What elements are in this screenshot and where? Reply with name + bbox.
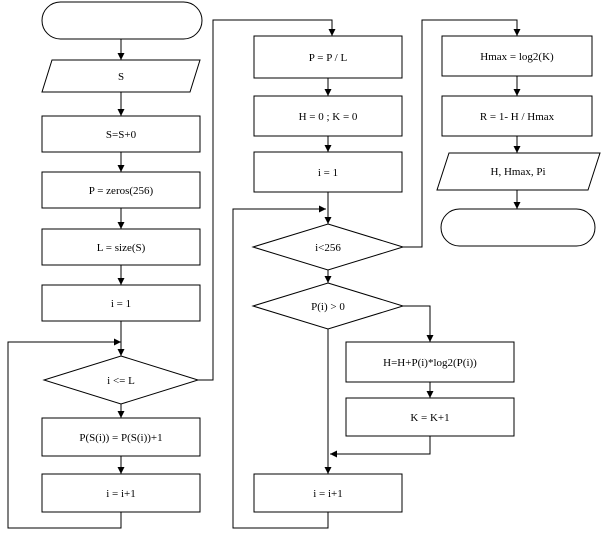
- end-terminator: [440, 208, 596, 247]
- l-size-process: L = size(S): [41, 228, 201, 266]
- hmax-process: Hmax = log2(K): [441, 35, 593, 77]
- l-size-label: L = size(S): [97, 242, 146, 254]
- p-normalize-process: P = P / L: [253, 35, 403, 79]
- input-s-label: S: [118, 71, 124, 83]
- col2-connectors: [232, 19, 521, 529]
- i-increment-label-col2: i = i+1: [313, 488, 343, 500]
- p-zeros-label: P = zeros(256): [89, 185, 154, 197]
- p-increment-process: P(S(i)) = P(S(i))+1: [41, 417, 201, 457]
- h-k-init-label: H = 0 ; K = 0: [299, 111, 358, 123]
- h-accumulate-label: H=H+P(i)*log2(P(i)): [383, 357, 477, 369]
- cond-i-lt-256-decision: i<256: [251, 223, 405, 271]
- start-terminator: [41, 1, 203, 40]
- output-parallelogram: H, Hmax, Pi: [436, 152, 601, 191]
- cond-pi-gt-0-label: P(i) > 0: [311, 301, 345, 313]
- cond-pi-gt-0-decision: P(i) > 0: [251, 282, 405, 330]
- cond-i-le-l-decision: i <= L: [42, 355, 200, 405]
- i-increment-label-col1: i = i+1: [106, 488, 136, 500]
- col1-connectors: [7, 19, 336, 529]
- p-normalize-label: P = P / L: [309, 52, 348, 64]
- cond-i-lt-256-label: i<256: [315, 242, 341, 254]
- i-init-label-col1: i = 1: [111, 298, 131, 310]
- r-calc-label: R = 1- H / Hmax: [480, 111, 555, 123]
- i-increment-process-col1: i = i+1: [41, 473, 201, 513]
- p-zeros-process: P = zeros(256): [41, 171, 201, 209]
- i-init-label-col2: i = 1: [318, 167, 338, 179]
- input-s-parallelogram: S: [41, 59, 201, 93]
- cond-i-le-l-label: i <= L: [107, 375, 135, 387]
- k-increment-process: K = K+1: [345, 397, 515, 437]
- r-calc-process: R = 1- H / Hmax: [441, 95, 593, 137]
- s-assign-process: S=S+0: [41, 115, 201, 153]
- h-accumulate-process: H=H+P(i)*log2(P(i)): [345, 341, 515, 383]
- p-increment-label: P(S(i)) = P(S(i))+1: [79, 432, 162, 444]
- i-init-process-col2: i = 1: [253, 151, 403, 193]
- i-increment-process-col2: i = i+1: [253, 473, 403, 513]
- i-init-process-col1: i = 1: [41, 284, 201, 322]
- s-assign-label: S=S+0: [106, 129, 137, 141]
- k-increment-label: K = K+1: [410, 412, 449, 424]
- hmax-label: Hmax = log2(K): [480, 51, 554, 63]
- h-k-init-process: H = 0 ; K = 0: [253, 95, 403, 137]
- output-label: H, Hmax, Pi: [491, 166, 546, 178]
